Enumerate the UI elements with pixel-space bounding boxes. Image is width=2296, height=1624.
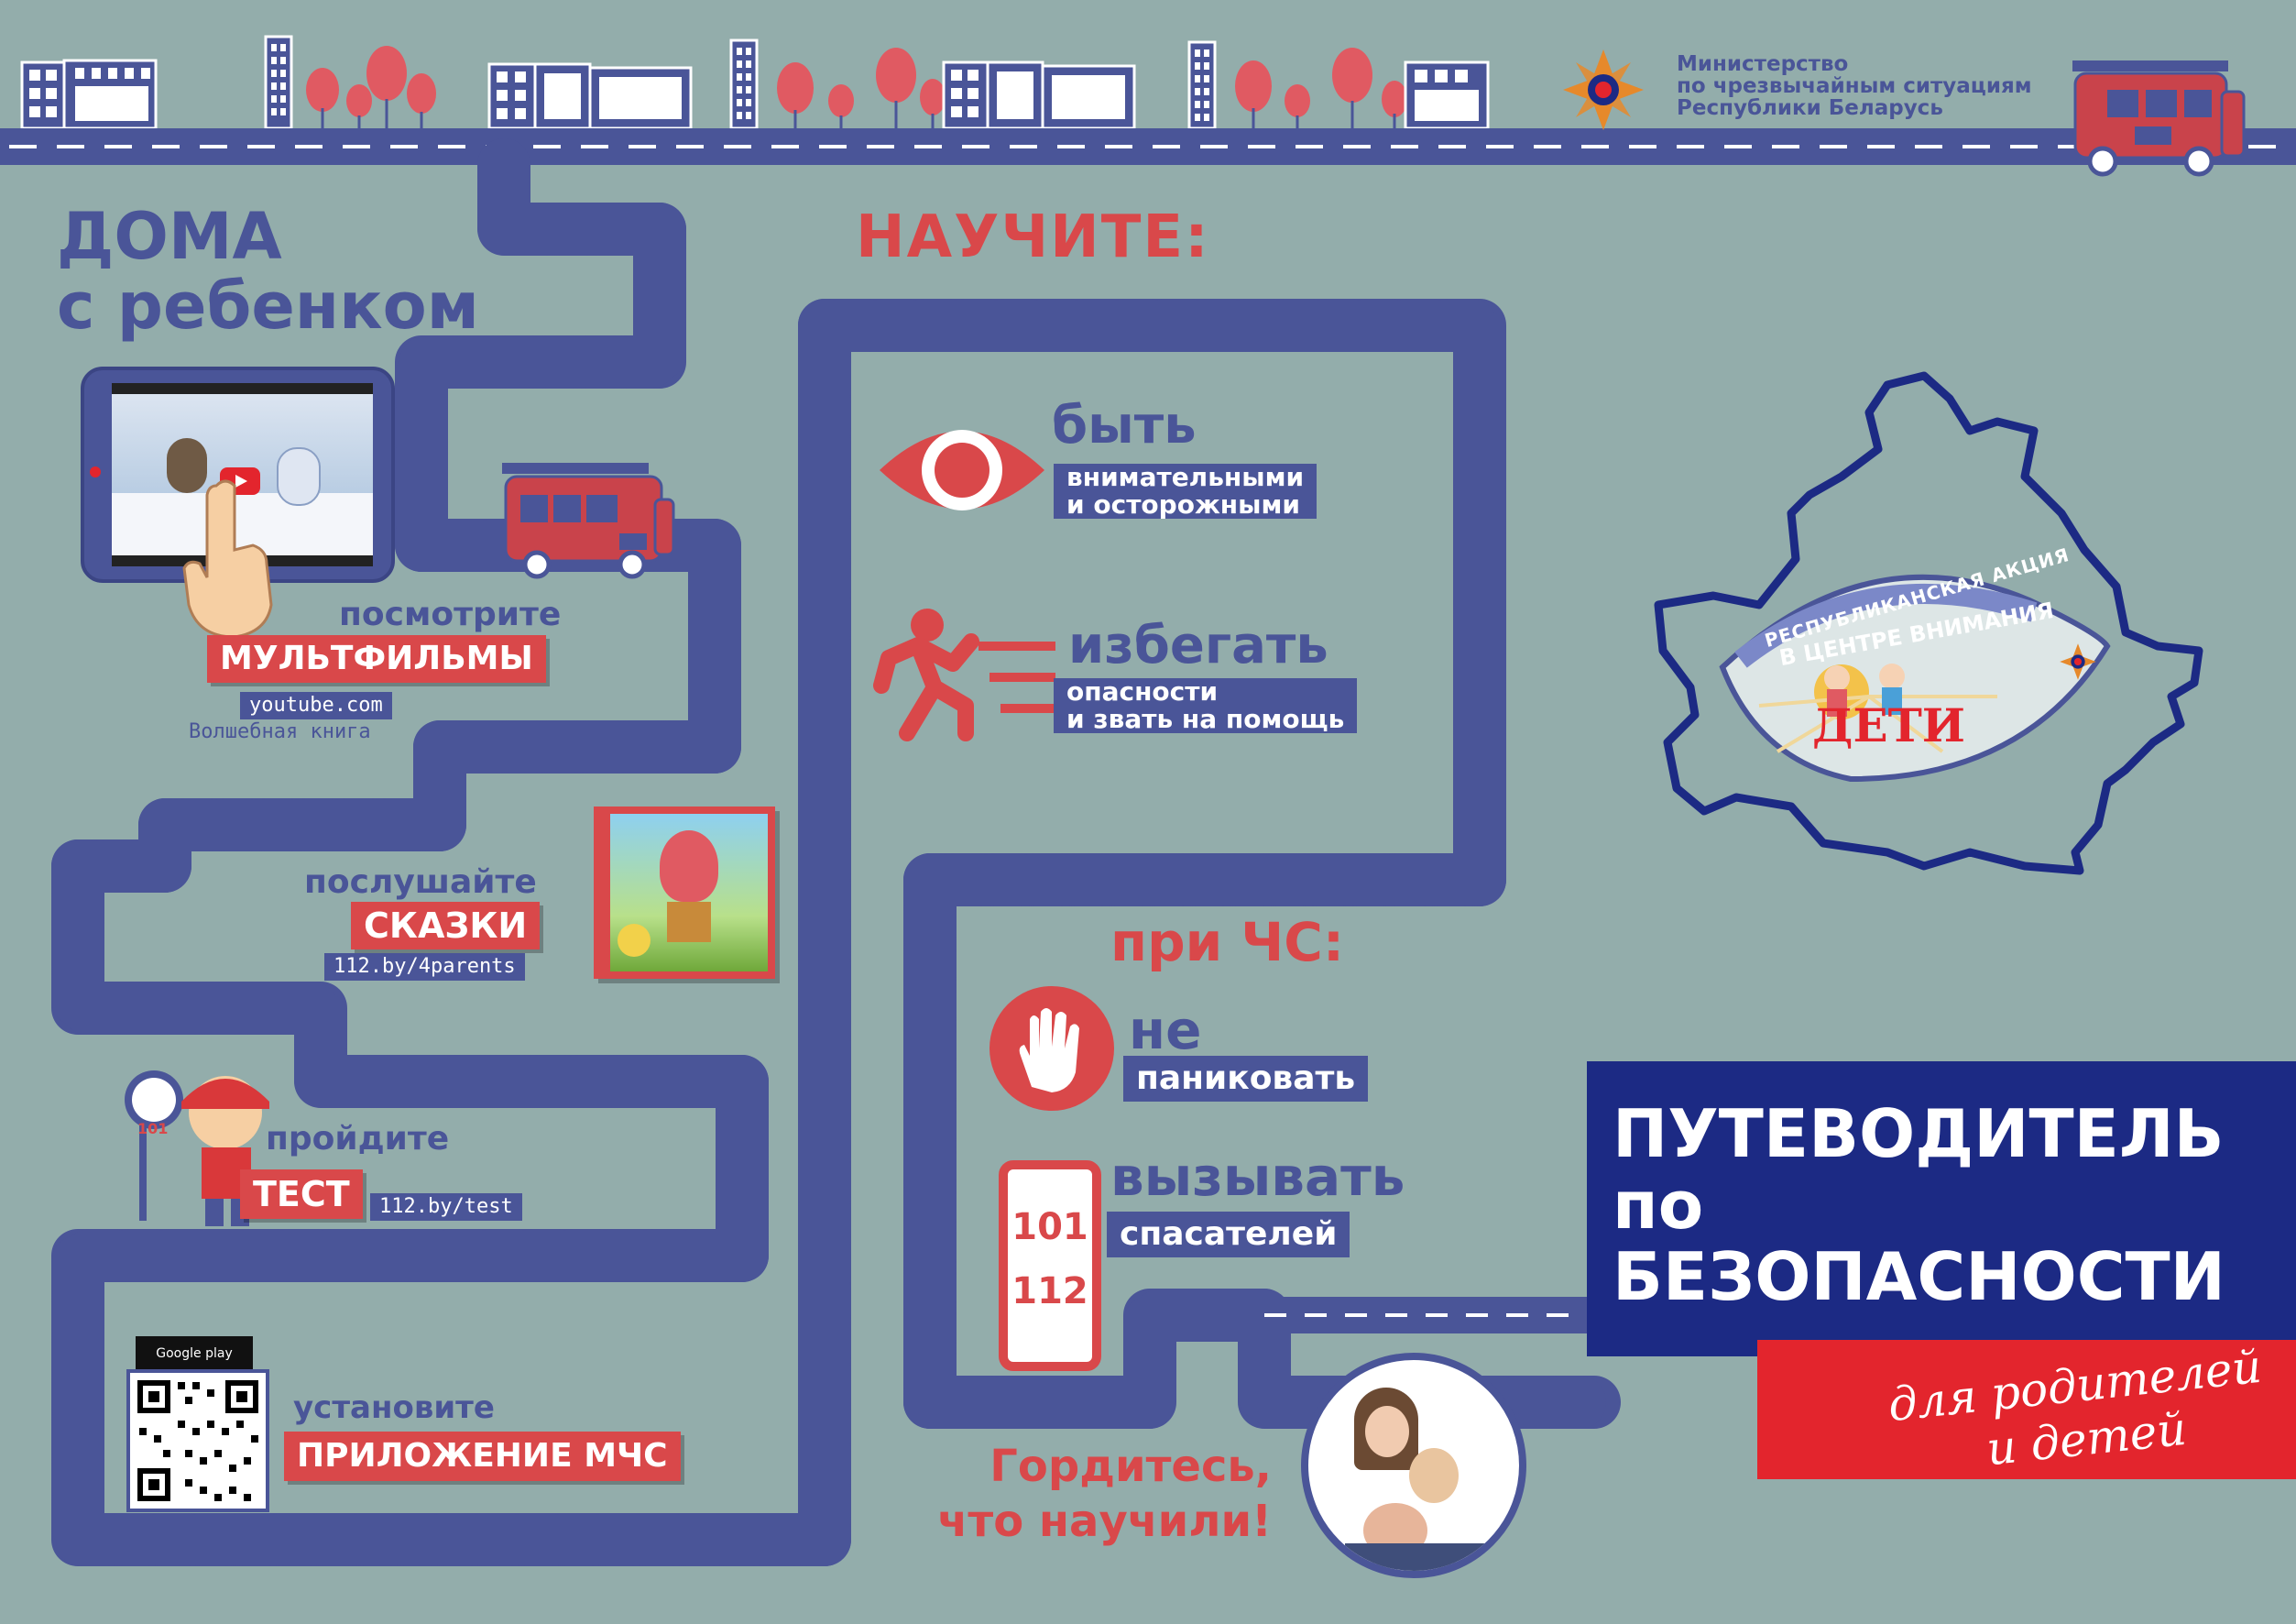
teach-item2-big: избегать — [1068, 616, 1328, 675]
ministry-name: Министерство по чрезвычайным ситуациям Р… — [1677, 53, 2032, 119]
teach-item1-bar: внимательными и осторожными — [1054, 464, 1317, 519]
home-heading-line-1: ДОМА — [57, 199, 282, 274]
tales-verb: послушайте — [304, 863, 537, 901]
teach-item1-line2: и осторожными — [1066, 489, 1300, 520]
tales-url[interactable]: 112.by/4parents — [324, 953, 525, 981]
fire-truck-top — [2072, 60, 2246, 177]
book-illustration — [610, 814, 768, 971]
running-man-icon — [873, 609, 1055, 741]
pointing-hand-icon — [182, 479, 273, 639]
cartoon-character-bunny — [277, 447, 321, 506]
google-play-label: Google play — [156, 1346, 233, 1361]
mother-face — [1365, 1406, 1409, 1457]
cartoon-screen — [112, 383, 373, 566]
ministry-line-2: по чрезвычайным ситуациям — [1677, 74, 2032, 98]
family-photo — [1301, 1353, 1526, 1578]
emergency-item1-bar: паниковать — [1123, 1056, 1369, 1102]
teach-heading: НАУЧИТЕ: — [856, 203, 1210, 271]
mchs-emblem — [1563, 49, 1644, 130]
ministry-line-1: Министерство — [1677, 52, 1849, 76]
teach-item2-bar: опасности и звать на помощь — [1054, 676, 1358, 734]
phone-number-101: 101 — [1011, 1206, 1088, 1248]
stop-hand-icon — [989, 986, 1114, 1111]
cartoons-label: МУЛЬТФИЛЬМЫ — [207, 635, 546, 683]
emergency-heading: при ЧС: — [1110, 911, 1345, 973]
qr-code-pattern — [137, 1380, 258, 1501]
app-label: ПРИЛОЖЕНИЕ МЧС — [284, 1432, 681, 1481]
badge-101: 101 — [137, 1120, 169, 1137]
child-face — [1409, 1448, 1459, 1503]
qr-code[interactable] — [126, 1369, 269, 1512]
belarus-map-outline — [1654, 371, 2203, 875]
cartoons-channel: Волшебная книга — [189, 720, 371, 743]
tales-book-cover — [594, 807, 775, 979]
tablet-home-dot — [90, 466, 101, 477]
teach-item2-line1: опасности — [1066, 676, 1219, 707]
test-verb: пройдите — [266, 1120, 450, 1158]
home-heading: ДОМА с ребенком — [57, 202, 479, 341]
title-line-3: БЕЗОПАСНОСТИ — [1613, 1238, 2225, 1315]
teach-item1-line1: внимательными — [1066, 462, 1305, 492]
teach-item1-big: быть — [1052, 396, 1197, 455]
tales-label: СКАЗКИ — [351, 902, 541, 949]
subtitle-panel: для родителей и детей — [1757, 1340, 2296, 1479]
google-play-badge[interactable]: Google play — [136, 1336, 253, 1371]
emergency-item1-big: не — [1129, 999, 1202, 1061]
cartoons-verb: посмотрите — [339, 596, 562, 633]
test-url[interactable]: 112.by/test — [370, 1193, 522, 1221]
city-skyline — [20, 35, 1490, 130]
campaign-logo — [1719, 574, 2111, 783]
ministry-line-3: Республики Беларусь — [1677, 96, 1943, 120]
teach-item2-line2: и звать на помощь — [1066, 704, 1345, 734]
test-label: ТЕСТ — [240, 1169, 363, 1219]
cartoons-url[interactable]: youtube.com — [240, 692, 392, 719]
proud-line-2: что научили! — [937, 1496, 1272, 1547]
app-verb: установите — [293, 1389, 495, 1426]
proud-text: Гордитесь, что научили! — [916, 1439, 1272, 1549]
proud-line-1: Гордитесь, — [989, 1441, 1272, 1492]
fire-truck-road — [502, 463, 675, 579]
firefighter-kid-icon — [125, 1070, 269, 1226]
campaign-line-2: ДЕТИ — [1812, 698, 1966, 752]
eye-icon — [880, 430, 1044, 510]
cartoon-character-beaver — [167, 438, 207, 493]
title-panel: ПУТЕВОДИТЕЛЬ по БЕЗОПАСНОСТИ — [1587, 1061, 2296, 1356]
title-line-2: по — [1613, 1167, 1704, 1244]
phone-number-112: 112 — [1011, 1270, 1088, 1312]
phone-icon: 101 112 — [999, 1160, 1101, 1371]
main-road — [0, 128, 2296, 165]
father-shirt — [1345, 1543, 1492, 1571]
tablet-device — [81, 367, 395, 583]
home-heading-line-2: с ребенком — [57, 269, 479, 344]
emergency-item2-bar: спасателей — [1107, 1212, 1350, 1257]
title-line-1: ПУТЕВОДИТЕЛЬ — [1613, 1095, 2225, 1172]
emergency-item2-big: вызывать — [1110, 1146, 1405, 1208]
